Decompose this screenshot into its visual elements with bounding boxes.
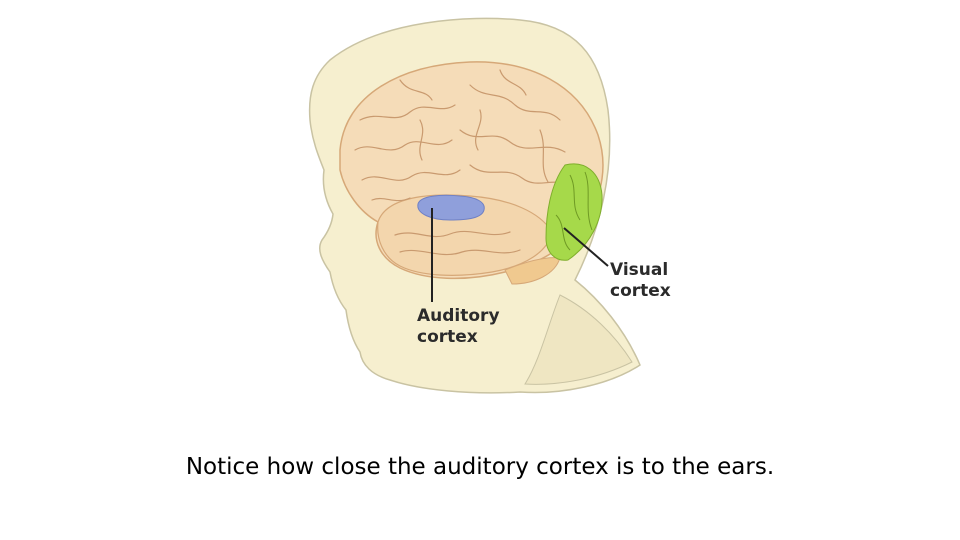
brain-folds (354, 69, 576, 256)
neck-shading (524, 294, 633, 385)
slide-caption: Notice how close the auditory cortex is … (185, 454, 775, 480)
label-auditory-line-1: Auditory (417, 306, 500, 326)
label-auditory-cortex: Auditory cortex (417, 306, 500, 348)
label-visual-line-2: cortex (610, 281, 671, 301)
visual-leader-line (563, 227, 609, 267)
label-visual-line-1: Visual (610, 260, 669, 280)
visual-cortex-folds (555, 171, 593, 251)
label-visual-cortex: Visual cortex (610, 260, 671, 302)
auditory-cortex-region (417, 194, 485, 221)
label-auditory-line-2: cortex (417, 327, 478, 347)
